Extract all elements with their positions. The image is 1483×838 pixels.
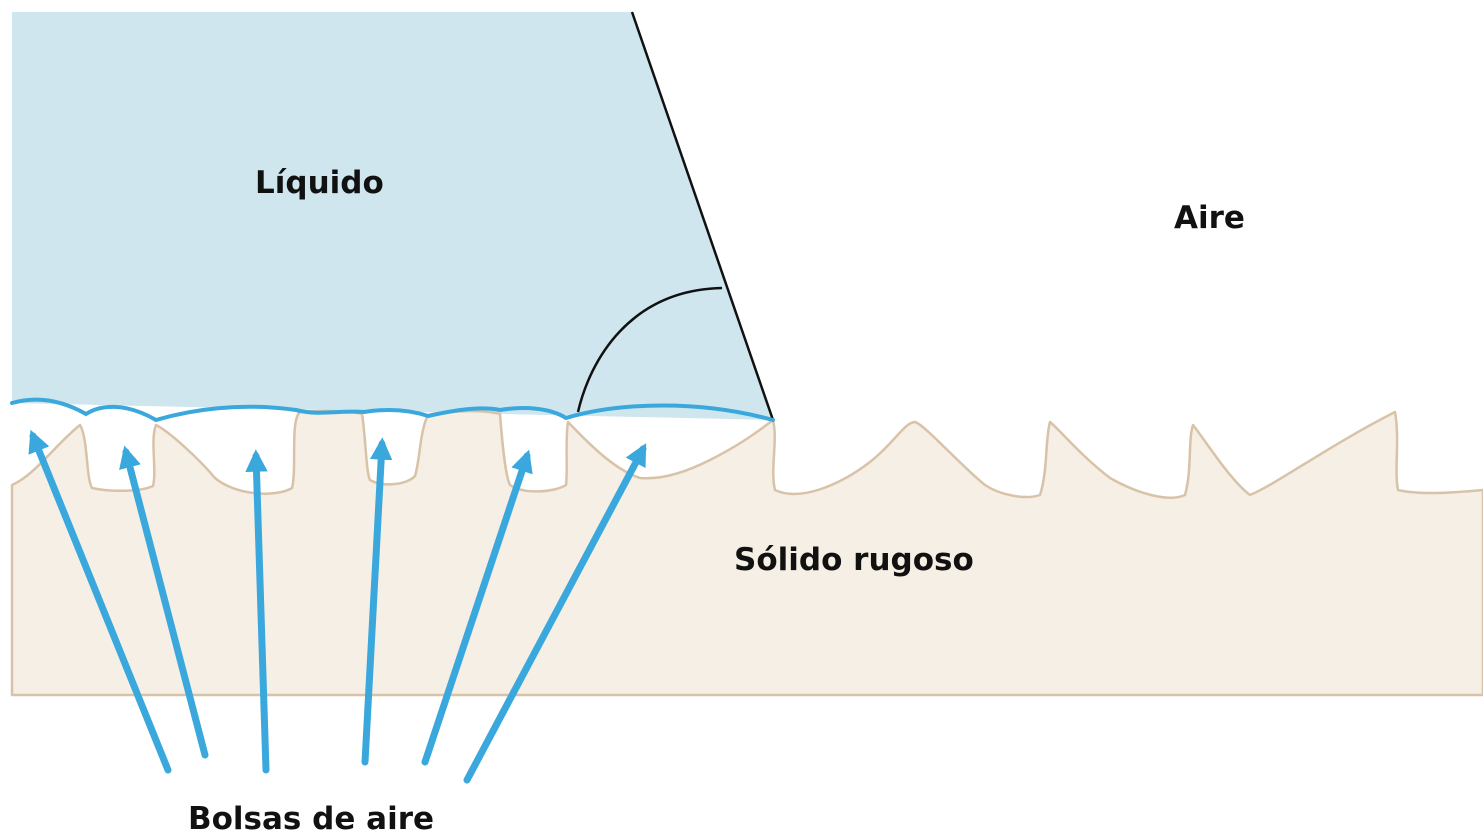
arrow-up-icon (119, 445, 209, 759)
liquid-region (12, 12, 773, 420)
liquid-label: Líquido (255, 165, 384, 201)
air-pockets-label: Bolsas de aire (188, 801, 435, 837)
arrow-up-icon (421, 449, 533, 766)
air-label: Aire (1174, 200, 1245, 236)
arrow-up-icon (245, 449, 270, 774)
rough-solid (10, 409, 1483, 697)
arrow-up-icon (463, 443, 647, 784)
liquid-air-interface-line (630, 11, 775, 421)
arrow-up-icon (361, 437, 393, 766)
air-pocket-arrows (28, 429, 647, 784)
arrow-up-icon (28, 429, 172, 774)
rough-solid-label: Sólido rugoso (734, 542, 974, 578)
liquid-pocket-interface (10, 397, 775, 423)
contact-angle-arc (576, 286, 723, 413)
